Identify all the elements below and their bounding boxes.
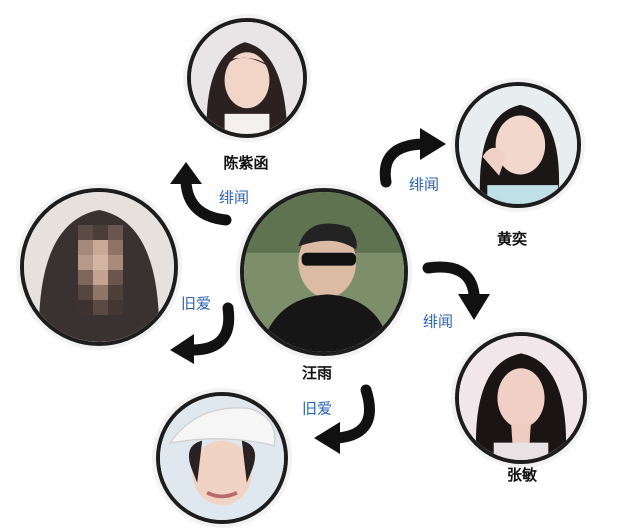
relation-label-lower-right: 绯闻	[422, 312, 454, 331]
portrait-bottom	[156, 392, 288, 524]
portrait-lower-right-image	[459, 336, 583, 460]
name-lower-right: 张敏	[506, 466, 538, 484]
name-right: 黄奕	[496, 230, 528, 248]
arrow-right	[379, 128, 446, 188]
relation-label-left: 旧爱	[180, 294, 212, 313]
portrait-lower-right	[455, 332, 587, 464]
arrow-lower-right	[422, 261, 490, 320]
arrow-left	[170, 302, 235, 364]
arrow-bottom	[314, 384, 375, 454]
arrow-top	[170, 162, 232, 226]
portrait-top-image	[191, 22, 303, 134]
name-center: 汪雨	[301, 364, 333, 382]
portrait-left-image	[24, 192, 174, 342]
relation-label-right: 绯闻	[408, 175, 440, 194]
portrait-top	[187, 18, 307, 138]
portrait-center	[240, 188, 408, 356]
portrait-left	[20, 188, 178, 346]
portrait-right	[455, 82, 581, 208]
portrait-bottom-image	[160, 396, 284, 520]
relation-label-top: 绯闻	[218, 188, 250, 207]
relation-label-bottom: 旧爱	[301, 399, 333, 418]
name-top: 陈紫函	[223, 154, 269, 172]
portrait-right-image	[459, 86, 577, 204]
portrait-center-image	[244, 192, 404, 352]
mosaic-blur	[78, 225, 123, 315]
